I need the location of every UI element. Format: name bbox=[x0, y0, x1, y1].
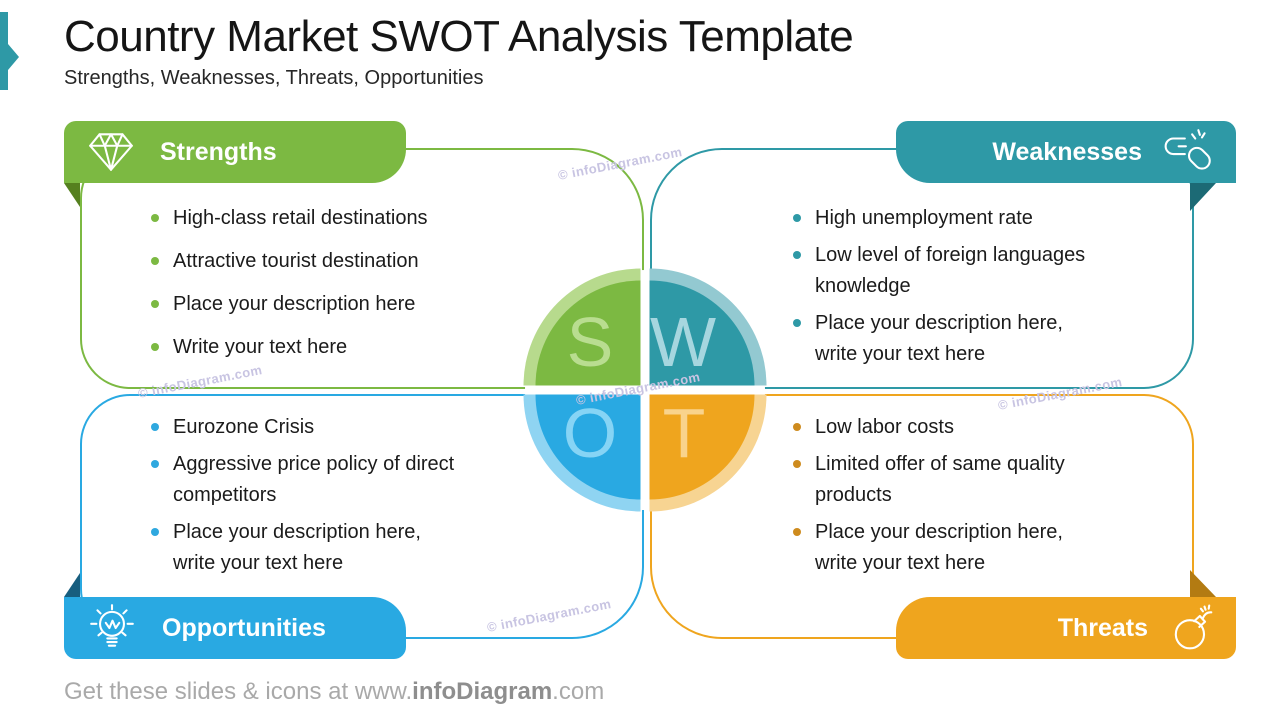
broken-chain-icon bbox=[1164, 129, 1211, 170]
opportunities-header-fold bbox=[64, 573, 80, 597]
threats-header-label: Threats bbox=[1057, 613, 1148, 642]
list-item: Place your description here bbox=[148, 289, 568, 320]
opportunities-header-label: Opportunities bbox=[162, 613, 326, 642]
threats-list: Low labor costs Limited offer of same qu… bbox=[790, 412, 1190, 585]
weaknesses-list: High unemployment rate Low level of fore… bbox=[790, 203, 1190, 376]
weaknesses-header: Weaknesses bbox=[896, 121, 1236, 183]
list-item: Write your text here bbox=[148, 332, 568, 363]
list-item: Aggressive price policy of direct compet… bbox=[148, 449, 568, 511]
opportunities-header: Opportunities bbox=[64, 597, 406, 659]
accent-bookmark-tip bbox=[8, 44, 19, 70]
list-item: Low labor costs bbox=[790, 412, 1190, 443]
center-letter-s: S bbox=[567, 303, 614, 381]
lightbulb-icon bbox=[90, 604, 134, 647]
page-subtitle: Strengths, Weaknesses, Threats, Opportun… bbox=[64, 67, 484, 89]
footer: Get these slides & icons at www.infoDiag… bbox=[64, 678, 604, 706]
strengths-header-label: Strengths bbox=[160, 137, 277, 166]
strengths-header-fold bbox=[64, 183, 80, 207]
list-item: Place your description here, write your … bbox=[790, 517, 1190, 579]
list-item: High unemployment rate bbox=[790, 203, 1190, 234]
strengths-panel: High-class retail destinations Attractiv… bbox=[80, 148, 644, 389]
list-item: Place your description here, write your … bbox=[148, 517, 568, 579]
list-item: Low level of foreign languages knowledge bbox=[790, 240, 1190, 302]
list-item: High-class retail destinations bbox=[148, 203, 568, 234]
weaknesses-header-label: Weaknesses bbox=[992, 137, 1142, 166]
strengths-list: High-class retail destinations Attractiv… bbox=[148, 203, 568, 375]
footer-text: Get these slides & icons at www. bbox=[64, 678, 413, 705]
accent-bookmark bbox=[0, 12, 19, 90]
strengths-header: Strengths bbox=[64, 121, 406, 183]
list-item: Limited offer of same quality products bbox=[790, 449, 1190, 511]
page-title: Country Market SWOT Analysis Template bbox=[64, 12, 854, 61]
list-item: Eurozone Crisis bbox=[148, 412, 568, 443]
swot-center-circle: S W O T bbox=[523, 268, 767, 512]
threats-header: Threats bbox=[896, 597, 1236, 659]
opportunities-list: Eurozone Crisis Aggressive price policy … bbox=[148, 412, 568, 585]
center-letter-t: T bbox=[663, 394, 706, 472]
list-item: Place your description here, write your … bbox=[790, 308, 1190, 370]
footer-brand: infoDiagram bbox=[412, 678, 553, 705]
center-letter-w: W bbox=[650, 303, 716, 381]
footer-text-suffix: .com bbox=[552, 678, 605, 705]
list-item: Attractive tourist destination bbox=[148, 246, 568, 277]
bomb-icon bbox=[1174, 604, 1213, 650]
center-letter-o: O bbox=[563, 394, 617, 472]
diamond-icon bbox=[89, 133, 133, 171]
